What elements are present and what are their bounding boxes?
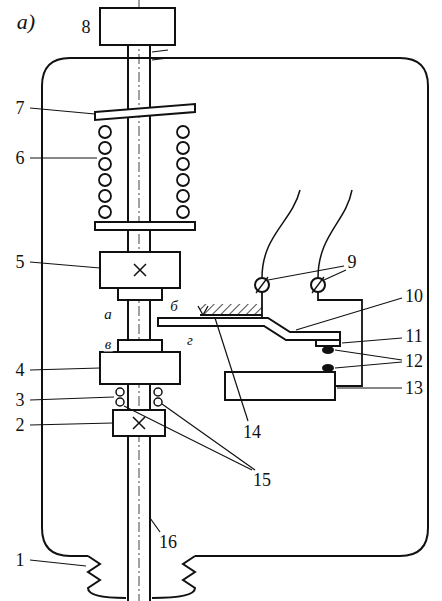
callout-number: 7 (15, 99, 26, 117)
small-spring (116, 388, 162, 406)
bellows (88, 556, 126, 598)
callout-number: 8 (81, 18, 92, 36)
upper-stop (100, 252, 180, 288)
callout-number: 16 (158, 533, 178, 551)
point-letter: г (186, 333, 194, 348)
cross-mark (133, 417, 145, 429)
wire (262, 190, 352, 278)
lower-stop (100, 352, 180, 384)
callout-number: 10 (404, 287, 424, 305)
callout-number: 15 (252, 471, 272, 489)
seal-mark (152, 50, 168, 60)
callout-number: 14 (242, 423, 262, 441)
callout-number: 9 (347, 253, 358, 271)
moving-contact (316, 340, 340, 346)
leader-line (30, 108, 402, 566)
spring-plate (95, 222, 195, 230)
callout-number: 5 (15, 253, 26, 271)
callout-number: 1 (15, 551, 26, 569)
callout-number: 4 (15, 361, 26, 379)
pivot-mark (198, 306, 208, 315)
callout-number: 2 (15, 416, 26, 434)
upper-collar (118, 288, 162, 300)
callout-number: 12 (404, 352, 424, 370)
wire (262, 292, 362, 386)
adjusting-knob (100, 8, 175, 45)
spring-plate (95, 104, 195, 120)
callout-number: 13 (404, 379, 424, 397)
point-letter: а (103, 307, 113, 322)
cross-mark (134, 264, 146, 276)
contact-point (323, 365, 333, 371)
callout-number: 3 (15, 391, 26, 409)
shaft (149, 45, 151, 601)
callout-number: 6 (15, 149, 26, 167)
terminal-slash (256, 277, 324, 293)
contact-point (323, 347, 333, 353)
lower-collar (118, 340, 162, 352)
main-spring (99, 126, 189, 218)
fixed-support (200, 314, 262, 316)
point-letter: а) (16, 11, 36, 33)
callout-number: 11 (404, 327, 423, 345)
fixed-contact-block (225, 372, 335, 400)
fixed-support (200, 304, 262, 315)
shaft (127, 45, 129, 601)
housing (42, 58, 428, 556)
point-letter: б (169, 299, 179, 314)
bellows (152, 556, 195, 598)
point-letter: в (104, 337, 113, 352)
